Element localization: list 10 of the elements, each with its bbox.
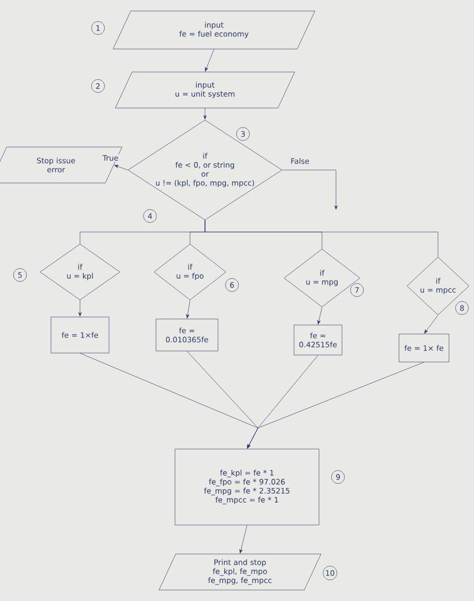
arrow: [282, 170, 338, 210]
arrow: [424, 315, 438, 334]
arrow: [203, 108, 207, 120]
arrow: [247, 362, 424, 448]
arrow: [317, 307, 322, 324]
arrow: [186, 300, 190, 318]
arrow: [78, 300, 82, 316]
arrow: [114, 164, 128, 170]
arrow: [239, 525, 248, 554]
arrow: [205, 49, 214, 72]
